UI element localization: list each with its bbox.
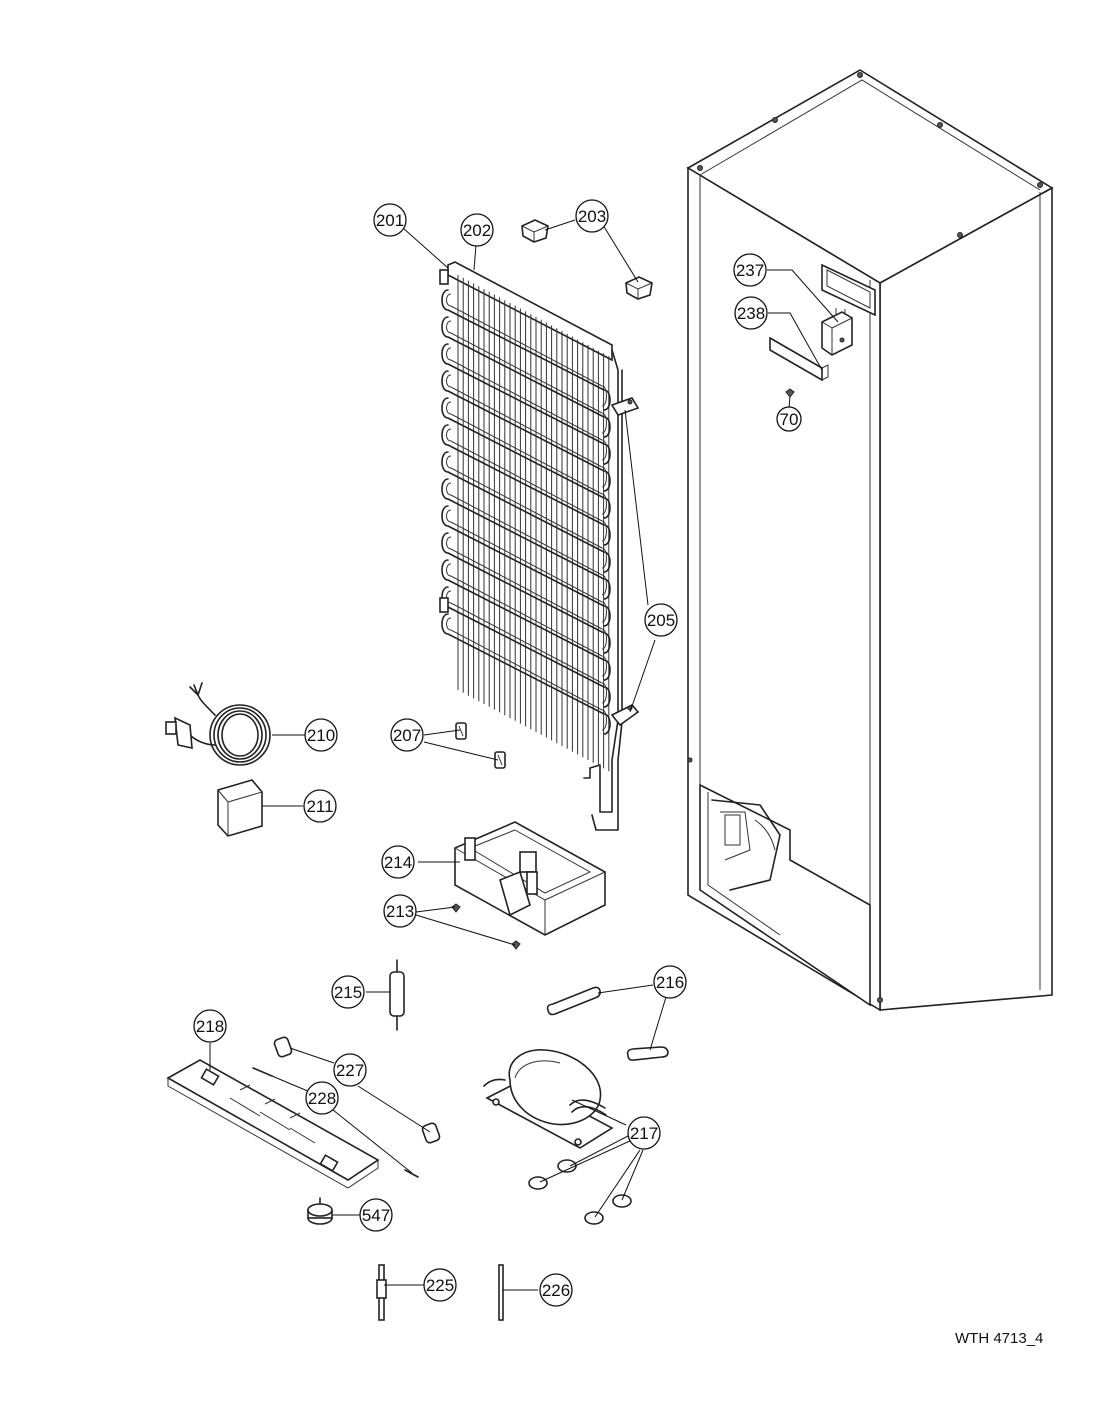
callout-228: 228 (305, 1081, 339, 1115)
svg-text:225: 225 (426, 1276, 454, 1295)
pin-225-part (376, 1264, 387, 1321)
screw-70-part (785, 388, 795, 398)
plug-203-part (521, 219, 653, 300)
callout-216: 216 (653, 965, 687, 999)
svg-text:207: 207 (393, 726, 421, 745)
svg-text:210: 210 (307, 726, 335, 745)
strap-216-part (546, 986, 669, 1061)
callout-218: 218 (193, 1009, 227, 1043)
callout-227: 227 (333, 1053, 367, 1087)
callout-202: 202 (460, 213, 494, 247)
svg-text:213: 213 (386, 902, 414, 921)
svg-text:70: 70 (780, 410, 799, 429)
refrigerator-cabinet (686, 69, 1054, 1012)
svg-text:216: 216 (656, 973, 684, 992)
svg-text:203: 203 (578, 207, 606, 226)
callout-207: 207 (390, 718, 424, 752)
svg-text:205: 205 (647, 611, 675, 630)
svg-text:217: 217 (630, 1124, 658, 1143)
svg-text:226: 226 (542, 1281, 570, 1300)
callout-217: 217 (627, 1116, 661, 1150)
thermostat-bracket-part (769, 336, 829, 382)
callout-213: 213 (383, 894, 417, 928)
pin-226-part (498, 1264, 504, 1321)
svg-text:227: 227 (336, 1061, 364, 1080)
callout-211: 211 (303, 789, 337, 823)
tube-227-part (273, 1036, 441, 1144)
drawing-reference-label: WTH 4713_4 (955, 1330, 1044, 1347)
svg-text:218: 218 (196, 1017, 224, 1036)
callout-201: 201 (373, 203, 407, 237)
callout-547: 547 (359, 1198, 393, 1232)
callout-237: 237 (733, 253, 767, 287)
rod-228-part (252, 1067, 419, 1178)
svg-text:228: 228 (308, 1089, 336, 1108)
svg-text:215: 215 (334, 983, 362, 1002)
callout-226: 226 (539, 1273, 573, 1307)
condenser-part (439, 261, 640, 831)
base-plate-part (166, 1059, 380, 1189)
callout-203: 203 (575, 199, 609, 233)
drip-tray-part (454, 821, 606, 936)
callout-238: 238 (734, 296, 768, 330)
callout-214: 214 (381, 845, 415, 879)
screw-213-part (451, 903, 521, 950)
relay-cover-part (217, 779, 263, 837)
power-cord-part (165, 682, 271, 766)
compressor-part (483, 1049, 632, 1225)
adjustable-foot-part (307, 1197, 333, 1225)
svg-text:214: 214 (384, 853, 412, 872)
leader-lines (209, 219, 839, 1291)
svg-text:202: 202 (463, 221, 491, 240)
callout-70: 70 (776, 406, 802, 432)
svg-text:201: 201 (376, 211, 404, 230)
callout-205: 205 (644, 603, 678, 637)
callout-210: 210 (304, 718, 338, 752)
svg-text:237: 237 (736, 261, 764, 280)
callout-215: 215 (331, 975, 365, 1009)
svg-text:547: 547 (362, 1206, 390, 1225)
filter-drier-part (389, 959, 405, 1031)
thermostat-part (821, 308, 853, 356)
svg-text:211: 211 (306, 797, 333, 816)
svg-text:238: 238 (737, 304, 765, 323)
callout-225: 225 (423, 1268, 457, 1302)
clip-207-part (455, 722, 506, 769)
